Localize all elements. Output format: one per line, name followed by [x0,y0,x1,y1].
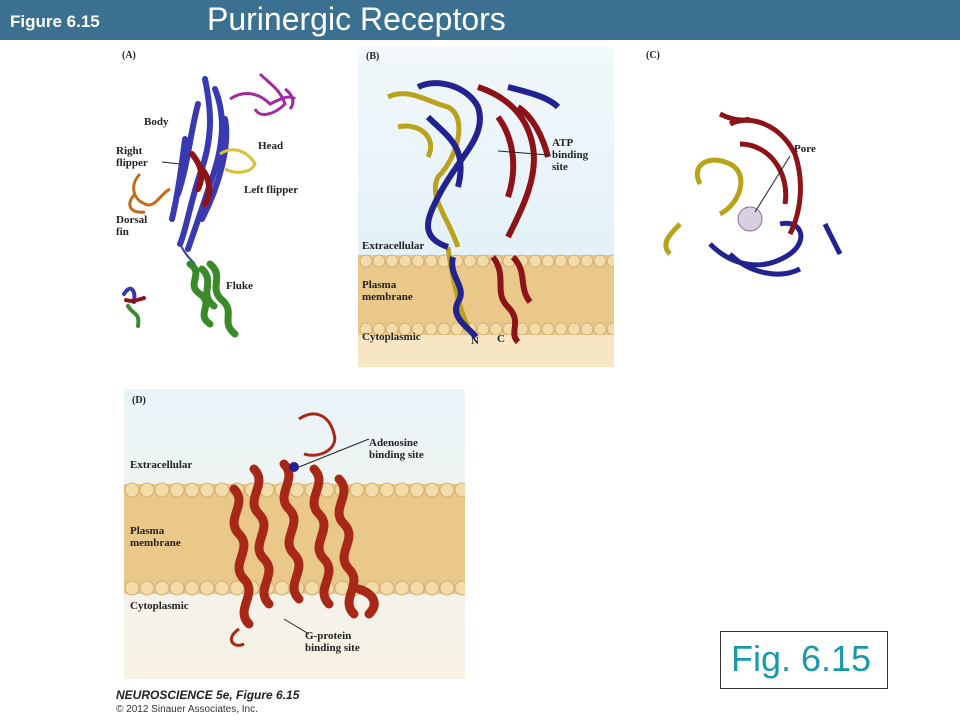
panel-d-illustration [124,412,470,647]
figure-label: Figure 6.15 [10,12,100,31]
label-atp-3: site [552,161,568,173]
label-adenosine-2: binding site [369,449,424,461]
label-dorsal-fin-1: Dorsal [116,214,148,226]
slide-title: Purinergic Receptors [207,1,506,37]
label-pore: Pore [794,143,816,155]
panel-d: (D) Adenosine binding site Extracellular… [124,389,470,679]
panel-a-label: (A) [122,50,136,61]
panel-a-illustration [122,72,297,338]
panel-b: (B) ATP binding site Extracellular Plasm… [358,47,620,367]
label-dorsal-fin-2: fin [116,226,129,238]
figure-number-text: Fig. 6.15 [731,638,872,679]
label-gprotein-2: binding site [305,642,360,654]
label-atp-2: binding [552,149,589,161]
panel-b-label: (B) [366,51,380,62]
label-b-plasma-2: membrane [362,291,413,303]
label-b-cytoplasmic: Cytoplasmic [362,331,421,343]
label-d-plasma-2: membrane [130,537,181,549]
panel-d-label: (D) [132,395,146,406]
panel-b-illustration [358,80,620,367]
copyright-notice: © 2012 Sinauer Associates, Inc. [116,704,258,715]
label-left-flipper: Left flipper [244,184,299,196]
label-head: Head [258,140,284,152]
label-d-plasma-1: Plasma [130,525,165,537]
label-gprotein-1: G-protein [305,630,352,642]
label-d-cytoplasmic: Cytoplasmic [130,600,189,612]
label-b-plasma-1: Plasma [362,279,397,291]
header-bar: Figure 6.15 Purinergic Receptors [0,0,960,40]
label-right-flipper-2: flipper [116,157,148,169]
figure-number-box: Fig. 6.15 [720,631,888,689]
label-body: Body [144,116,169,128]
panel-a: (A) Body Head Right flipper Left flipper… [110,44,350,344]
panel-c-illustration [663,111,843,277]
label-c-terminus: C [497,333,505,345]
label-b-extracellular: Extracellular [362,240,425,252]
label-right-flipper-1: Right [116,145,143,157]
label-n-terminus: N [471,335,479,347]
panel-c-label: (C) [646,50,660,61]
label-adenosine-1: Adenosine [369,437,418,449]
source-citation: NEUROSCIENCE 5e, Figure 6.15 [116,688,300,702]
label-d-extracellular: Extracellular [130,459,193,471]
label-fluke: Fluke [226,280,253,292]
label-atp-1: ATP [552,137,574,149]
panel-c: (C) Pore [640,44,860,304]
